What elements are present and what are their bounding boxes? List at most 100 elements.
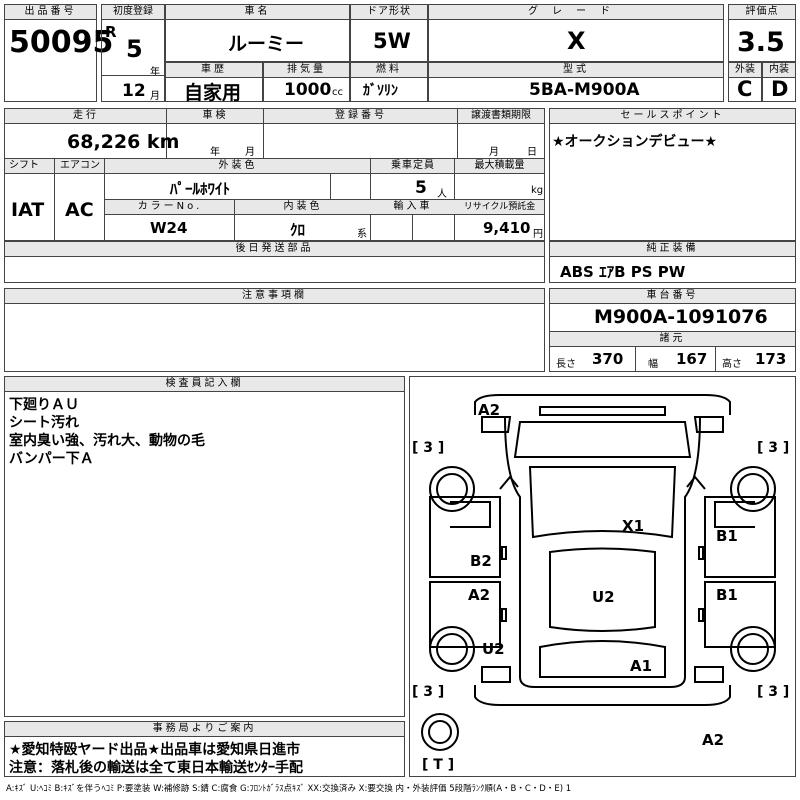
recycle-value: 9,410 [483,219,531,237]
tire-tread: [ T ] [422,757,455,773]
later-parts-box: 後日発送部品 [4,241,545,283]
history-value: 自家用 [184,82,242,104]
notes-box: 注意事項欄 [4,288,545,372]
mileage-label: 走行 [5,109,167,124]
door-type: 5W [373,29,411,53]
int-color-label: 内装色 [235,200,371,215]
recycle-label: リサイクル預託金 [455,200,544,215]
ext-color-label: 外装色 [105,159,371,174]
fuel-box: 燃料 ｶﾞｿﾘﾝ [350,62,428,102]
damage-mark: U2 [482,640,505,658]
first-reg-year-unit: 年 [150,67,160,78]
office-label: 事務局よりご案内 [5,722,404,737]
height-label: 高さ [722,359,742,370]
specs-label: 諸元 [550,332,795,347]
aircon-label: エアコン [55,159,105,174]
displacement-label: 排気量 [264,63,349,78]
ext-grade-box: 外装 C [728,62,762,102]
lot-box: 出品番号 50095 [4,4,113,102]
model-box: 型式 5BA-M900A [428,62,724,102]
door-box: ドア形状 5W [350,4,428,62]
length-label: 長さ [556,359,576,370]
score-label: 評価点 [729,5,795,20]
tire-tread: [ 3 ] [757,684,790,700]
legend: A:ｷｽﾞ U:ﾍｺﾐ B:ｷｽﾞを伴うﾍｺﾐ P:要塗装 W:補修跡 S:錆 … [6,784,572,794]
damage-mark: A2 [478,401,501,419]
lot-number: 50095 [9,25,114,60]
damage-mark: A2 [702,731,725,749]
chassis-label: 車台番号 [550,289,795,304]
length-value: 370 [592,350,624,368]
notes-label: 注意事項欄 [5,289,544,304]
tire-tread: [ 3 ] [757,440,790,456]
inspector-label: 検査員記入欄 [5,377,404,392]
model-value: 5BA-M900A [529,80,640,100]
shift-value: IAT [11,199,45,221]
damage-mark: U2 [592,588,615,606]
door-label: ドア形状 [351,5,427,20]
car-name: ルーミー [228,33,305,55]
ext-color-value: ﾊﾟｰﾙﾎﾜｲﾄ [170,180,231,198]
office-line: ★愛知特殴ヤード出品★出品車は愛知県日進市 [9,742,301,758]
inspector-line: シート汚れ [9,415,79,431]
mileage-value: 68,226 km [67,131,180,153]
width-label: 幅 [648,359,658,370]
tire-tread: [ 3 ] [412,440,445,456]
model-label: 型式 [429,63,723,78]
damage-diagram: A2 X1 B2 B1 A2 B1 U2 U2 A1 A2 [ 3 ] [ 3 … [409,376,796,777]
equipment-value: ABS ｴｱB PS PW [560,263,686,281]
capacity-label: 乗車定員 [371,159,455,174]
deadline-month-unit: 月 [489,147,499,158]
color-no-value: W24 [150,219,188,237]
inspector-line: バンパー下Ａ [9,451,94,467]
displacement-unit: cc [332,87,343,98]
chassis-box: 車台番号 M900A-1091076 諸元 長さ 370 幅 167 高さ 17… [549,288,796,372]
damage-mark: B2 [470,552,492,570]
max-load-unit: kg [531,185,544,196]
later-parts-label: 後日発送部品 [5,242,544,257]
width-value: 167 [676,350,708,368]
sales-point-box: セールスポイント ★オークションデビュー★ [549,108,796,241]
car-outline [421,394,776,751]
inspection-month-unit: 月 [245,147,255,158]
equipment-box: 純正装備 ABS ｴｱB PS PW [549,241,796,283]
displacement-value: 1000 [284,80,332,100]
recycle-unit: 円 [533,229,543,240]
first-reg-label: 初度登録 [102,5,164,20]
shift-label: シフト [5,159,55,174]
registration-label: 登録番号 [264,109,458,124]
deadline-day-unit: 日 [527,147,537,158]
deadline-label: 譲渡書類期限 [458,109,544,124]
damage-mark: A2 [468,586,491,604]
height-value: 173 [755,350,787,368]
first-reg-box: 初度登録 R 5 年 12 月 [101,4,165,102]
fuel-value: ｶﾞｿﾘﾝ [363,83,398,99]
inspector-line: 室内臭い強、汚れ大、動物の毛 [9,433,205,449]
int-grade-value: D [771,77,789,101]
damage-mark: B1 [716,586,738,604]
aircon-value: AC [65,199,94,221]
first-reg-month-unit: 月 [150,91,160,102]
vehicle-info-block: 走行 車検 登録番号 譲渡書類期限 68,226 km 年 月 月 日 シフト … [4,108,545,241]
color-no-label: カラーNo. [105,200,235,215]
max-load-label: 最大積載量 [455,159,544,174]
car-name-label: 車名 [166,5,349,20]
capacity-unit: 人 [437,189,447,200]
office-line: 注意：落札後の輸送は全て東日本輸送ｾﾝﾀｰ手配 [9,760,303,776]
history-label: 車歴 [166,63,262,78]
int-grade-box: 内装 D [762,62,796,102]
lot-label: 出品番号 [5,5,96,20]
int-grade-label: 内装 [763,63,795,78]
damage-mark: A1 [630,657,653,675]
car-name-box: 車名 ルーミー [165,4,350,62]
office-box: 事務局よりご案内 ★愛知特殴ヤード出品★出品車は愛知県日進市 注意：落札後の輸送… [4,721,405,777]
int-color-unit: 系 [357,229,367,240]
history-box: 車歴 自家用 [165,62,263,104]
first-reg-month: 12 [122,81,146,101]
grade-label: グレード [429,5,723,20]
int-color-value: ｸﾛ [290,221,306,239]
first-reg-era: R [105,23,117,41]
capacity-value: 5 [415,178,427,198]
grade-value: X [567,27,586,55]
sales-point-label: セールスポイント [550,109,795,124]
